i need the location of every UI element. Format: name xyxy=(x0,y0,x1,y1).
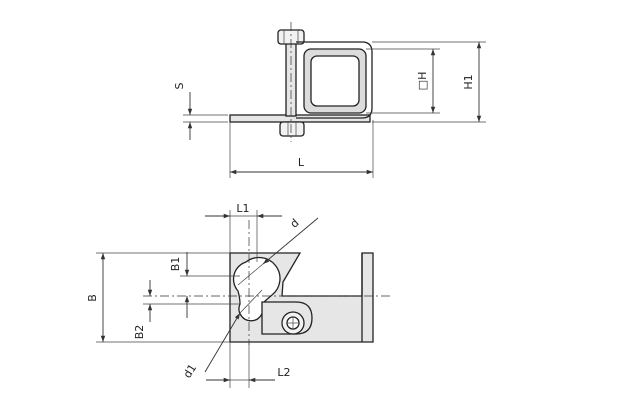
label-d: d xyxy=(288,216,302,230)
dimension-b2: B2 xyxy=(133,280,240,339)
dimension-d1: d1 xyxy=(181,289,263,381)
label-b2: B2 xyxy=(133,325,146,340)
label-l1: L1 xyxy=(236,202,249,215)
square-tube-inner xyxy=(310,55,360,107)
dimension-l2: L2 xyxy=(206,342,291,388)
label-b1: B1 xyxy=(169,257,182,272)
dimension-b1: B1 xyxy=(169,252,240,318)
nut-bottom xyxy=(279,121,305,137)
label-l2: L2 xyxy=(277,366,290,379)
dimension-b: B xyxy=(86,252,230,343)
dimension-l: L xyxy=(229,120,374,178)
label-square-h: □H xyxy=(416,72,429,91)
label-s: S xyxy=(173,82,186,89)
label-l: L xyxy=(298,156,305,169)
dimension-s: S xyxy=(173,82,228,140)
label-h1: H1 xyxy=(462,74,475,89)
clamp-strap xyxy=(296,41,373,119)
label-b: B xyxy=(86,294,99,302)
label-d1: d1 xyxy=(181,362,199,381)
dimension-h1: H1 xyxy=(372,41,486,123)
dimension-l1: L1 xyxy=(205,202,282,262)
side-view xyxy=(229,22,373,142)
top-view xyxy=(143,220,390,345)
dimension-square-h: □H xyxy=(366,48,440,114)
keyhole-slot xyxy=(232,256,281,322)
